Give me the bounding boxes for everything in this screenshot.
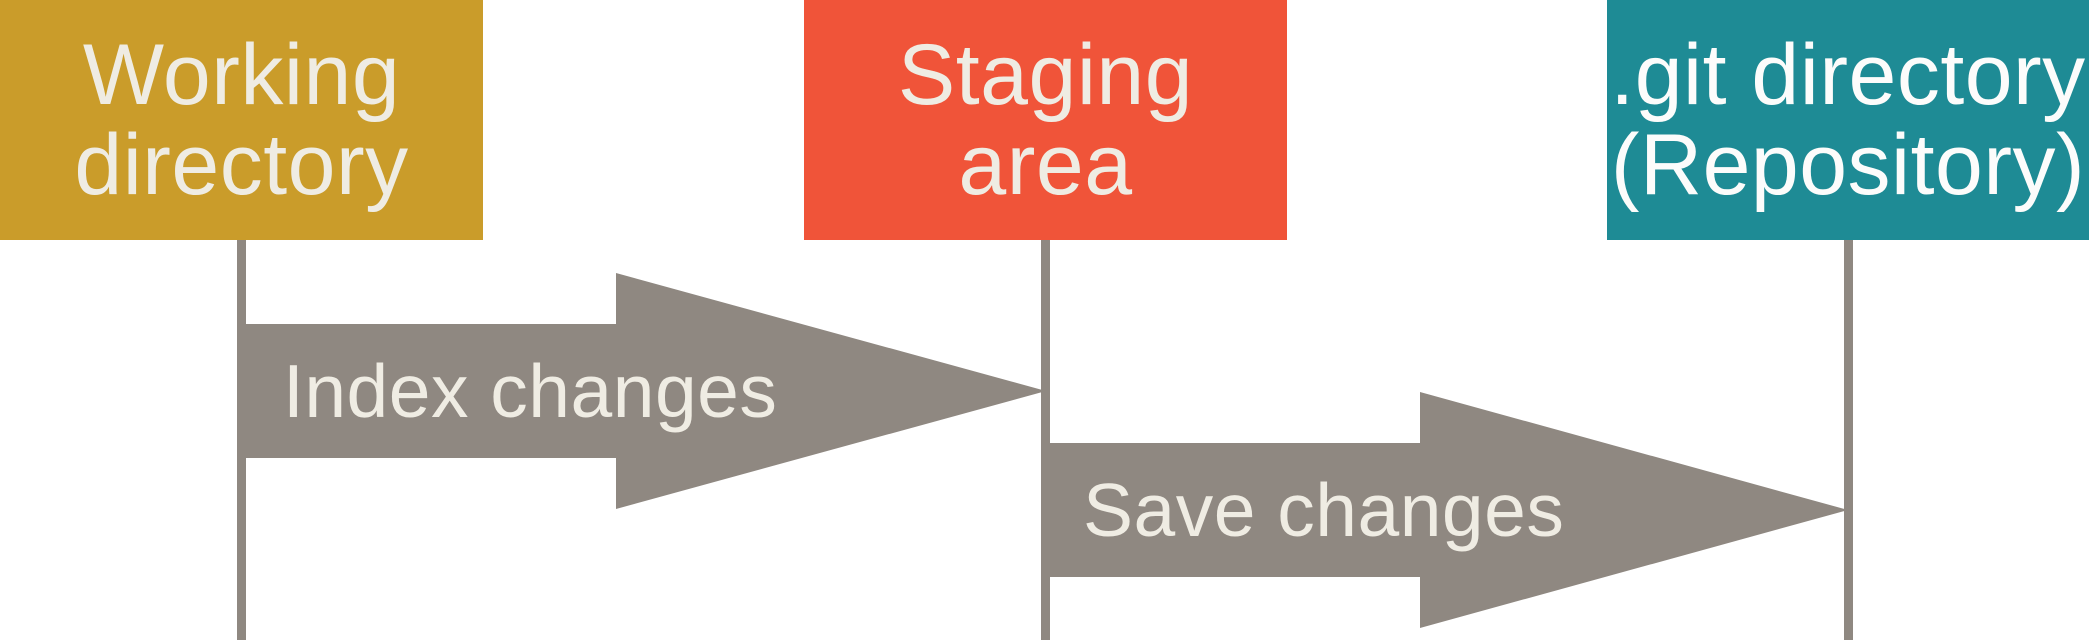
git-directory-connector-line — [1844, 240, 1853, 640]
index-changes-arrow-label: Index changes — [283, 349, 778, 433]
staging-area-connector-line — [1041, 240, 1050, 640]
staging-area-label-line1: Staging — [897, 27, 1194, 123]
git-directory-label-line2: (Repository) — [1610, 117, 2086, 213]
index-changes-arrow: Index changes — [237, 324, 777, 458]
staging-area-box: Staging area — [804, 0, 1287, 240]
staging-area-label-line2: area — [958, 117, 1133, 213]
save-changes-arrow: Save changes — [1041, 443, 1564, 577]
working-directory-label-line1: Working — [82, 27, 401, 123]
working-directory-label-line2: directory — [74, 117, 409, 213]
working-directory-box: Working directory — [0, 0, 483, 240]
save-changes-arrow-label: Save changes — [1083, 468, 1565, 552]
git-directory-box: .git directory (Repository) — [1607, 0, 2089, 240]
git-directory-label-line1: .git directory — [1610, 27, 2086, 123]
